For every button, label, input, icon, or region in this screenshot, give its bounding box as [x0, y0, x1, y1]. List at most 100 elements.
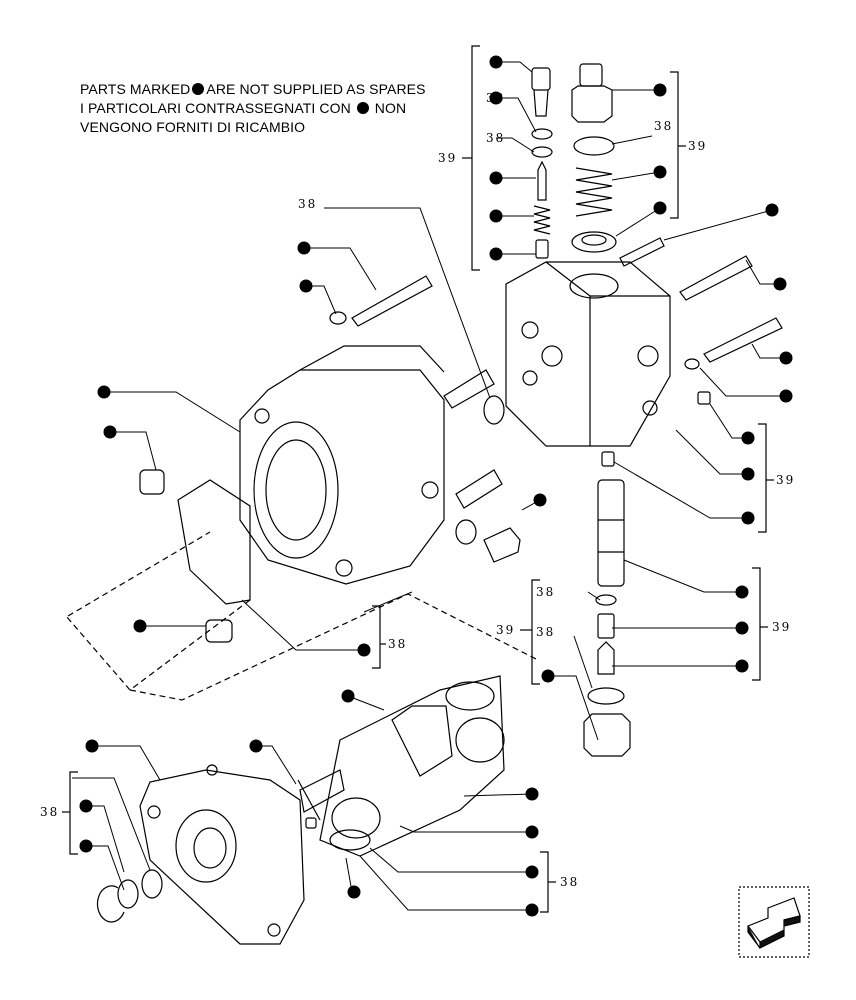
next-page-arrow-icon[interactable] [738, 886, 810, 958]
marker-dot-icon [299, 279, 313, 293]
marker-dot-icon [653, 83, 667, 97]
marker-dot-icon [741, 467, 755, 481]
marker-dot-icon [489, 247, 503, 261]
seal-gasket-part [177, 479, 251, 605]
washer-part [573, 136, 615, 156]
valve-seat-part [571, 231, 617, 253]
shaft-seal-part [117, 879, 139, 909]
group-label: 39 [496, 623, 515, 637]
o-ring-part [455, 519, 477, 545]
bracket-bottom-right [540, 851, 556, 913]
notice-line-3: VENGONO FORNITI DI RICAMBIO [80, 119, 306, 135]
marker-dot-icon [192, 83, 205, 95]
marker-dot-icon [85, 739, 99, 753]
notice-text: PARTS MARKED [80, 81, 191, 97]
washer-part [329, 311, 347, 325]
cotter-pin-part [297, 779, 321, 821]
bush-part [205, 619, 233, 643]
marker-dot-icon [297, 241, 311, 255]
marker-dot-icon [347, 885, 361, 899]
ref-label: 38 [486, 131, 505, 145]
circlip-part [96, 885, 125, 923]
large-spring-part [575, 167, 613, 217]
stud-part [455, 469, 503, 509]
not-supplied-markers [79, 55, 793, 917]
marker-dot-icon [489, 55, 503, 69]
valve-cap-part [571, 63, 613, 123]
flange-cover-part [139, 764, 305, 945]
marker-dot-icon [489, 171, 503, 185]
notice-text: I PARTICOLARI CONTRASSEGNATI CON [80, 100, 351, 116]
marker-dot-icon [356, 102, 369, 114]
small-spring-part [533, 205, 551, 235]
marker-dot-icon [79, 839, 93, 853]
marker-dot-icon [735, 585, 749, 599]
marker-dot-icon [779, 389, 793, 403]
marker-dot-icon [525, 903, 539, 917]
plug-part [535, 239, 549, 259]
bracket-bottom-left [62, 771, 78, 855]
bracket-right-mid [758, 423, 774, 533]
marker-dot-icon [525, 865, 539, 879]
group-label: 38 [40, 805, 59, 819]
bracket-centre [372, 605, 386, 669]
bush-part [697, 391, 711, 405]
marker-dot-icon [489, 91, 503, 105]
ref-label: 38 [654, 119, 673, 133]
marker-dot-icon [741, 511, 755, 525]
plug-part [597, 613, 615, 639]
bracket-right-low [752, 567, 768, 681]
bush-part [483, 527, 521, 563]
ref-label: 38 [536, 625, 555, 639]
bracket-mid-left [520, 579, 540, 685]
marker-dot-icon [489, 209, 503, 223]
pump-body-part [239, 345, 445, 585]
bracket-top-right [670, 71, 686, 219]
leader-lines [72, 61, 786, 911]
bush-part [139, 469, 165, 495]
plug-nut-part [583, 713, 631, 757]
shaft-seal-part [141, 869, 163, 899]
spool-part [597, 479, 625, 587]
valve-screw-part [531, 67, 551, 117]
marker-dot-icon [249, 739, 263, 753]
o-ring-part [483, 395, 505, 425]
group-label: 39 [776, 473, 795, 487]
group-label: 39 [438, 151, 457, 165]
marker-dot-icon [779, 351, 793, 365]
o-ring-part [531, 128, 553, 140]
poppet-part [597, 641, 615, 675]
washer-part [684, 358, 700, 370]
dashed-section-plane [65, 531, 539, 701]
notice-line-2: I PARTICOLARI CONTRASSEGNATI CON NON [80, 99, 426, 118]
o-ring-part [595, 594, 617, 606]
marker-dot-icon [341, 689, 355, 703]
pin-part [601, 451, 615, 467]
group-label: 39 [688, 139, 707, 153]
marker-dot-icon [525, 825, 539, 839]
ref-label: 38 [536, 585, 555, 599]
marker-dot-icon [735, 621, 749, 635]
marker-dot-icon [97, 385, 111, 399]
body-bolt-part [351, 275, 433, 327]
notice-text: NON [374, 100, 407, 116]
cover-block-part [505, 261, 671, 447]
marker-dot-icon [741, 431, 755, 445]
cover-bolt-part [679, 255, 753, 301]
pin-part [305, 817, 317, 829]
marker-dot-icon [765, 203, 779, 217]
marker-dot-icon [103, 425, 117, 439]
cover-bolt-part [703, 317, 783, 363]
marker-dot-icon [735, 659, 749, 673]
gear-assembly-part [299, 675, 505, 857]
marker-dot-icon [773, 277, 787, 291]
marker-dot-icon [133, 619, 147, 633]
marker-dot-icon [653, 165, 667, 179]
o-ring-part [531, 146, 553, 158]
bracket-top-left [462, 45, 480, 271]
marker-dot-icon [525, 787, 539, 801]
poppet-part [537, 160, 547, 201]
